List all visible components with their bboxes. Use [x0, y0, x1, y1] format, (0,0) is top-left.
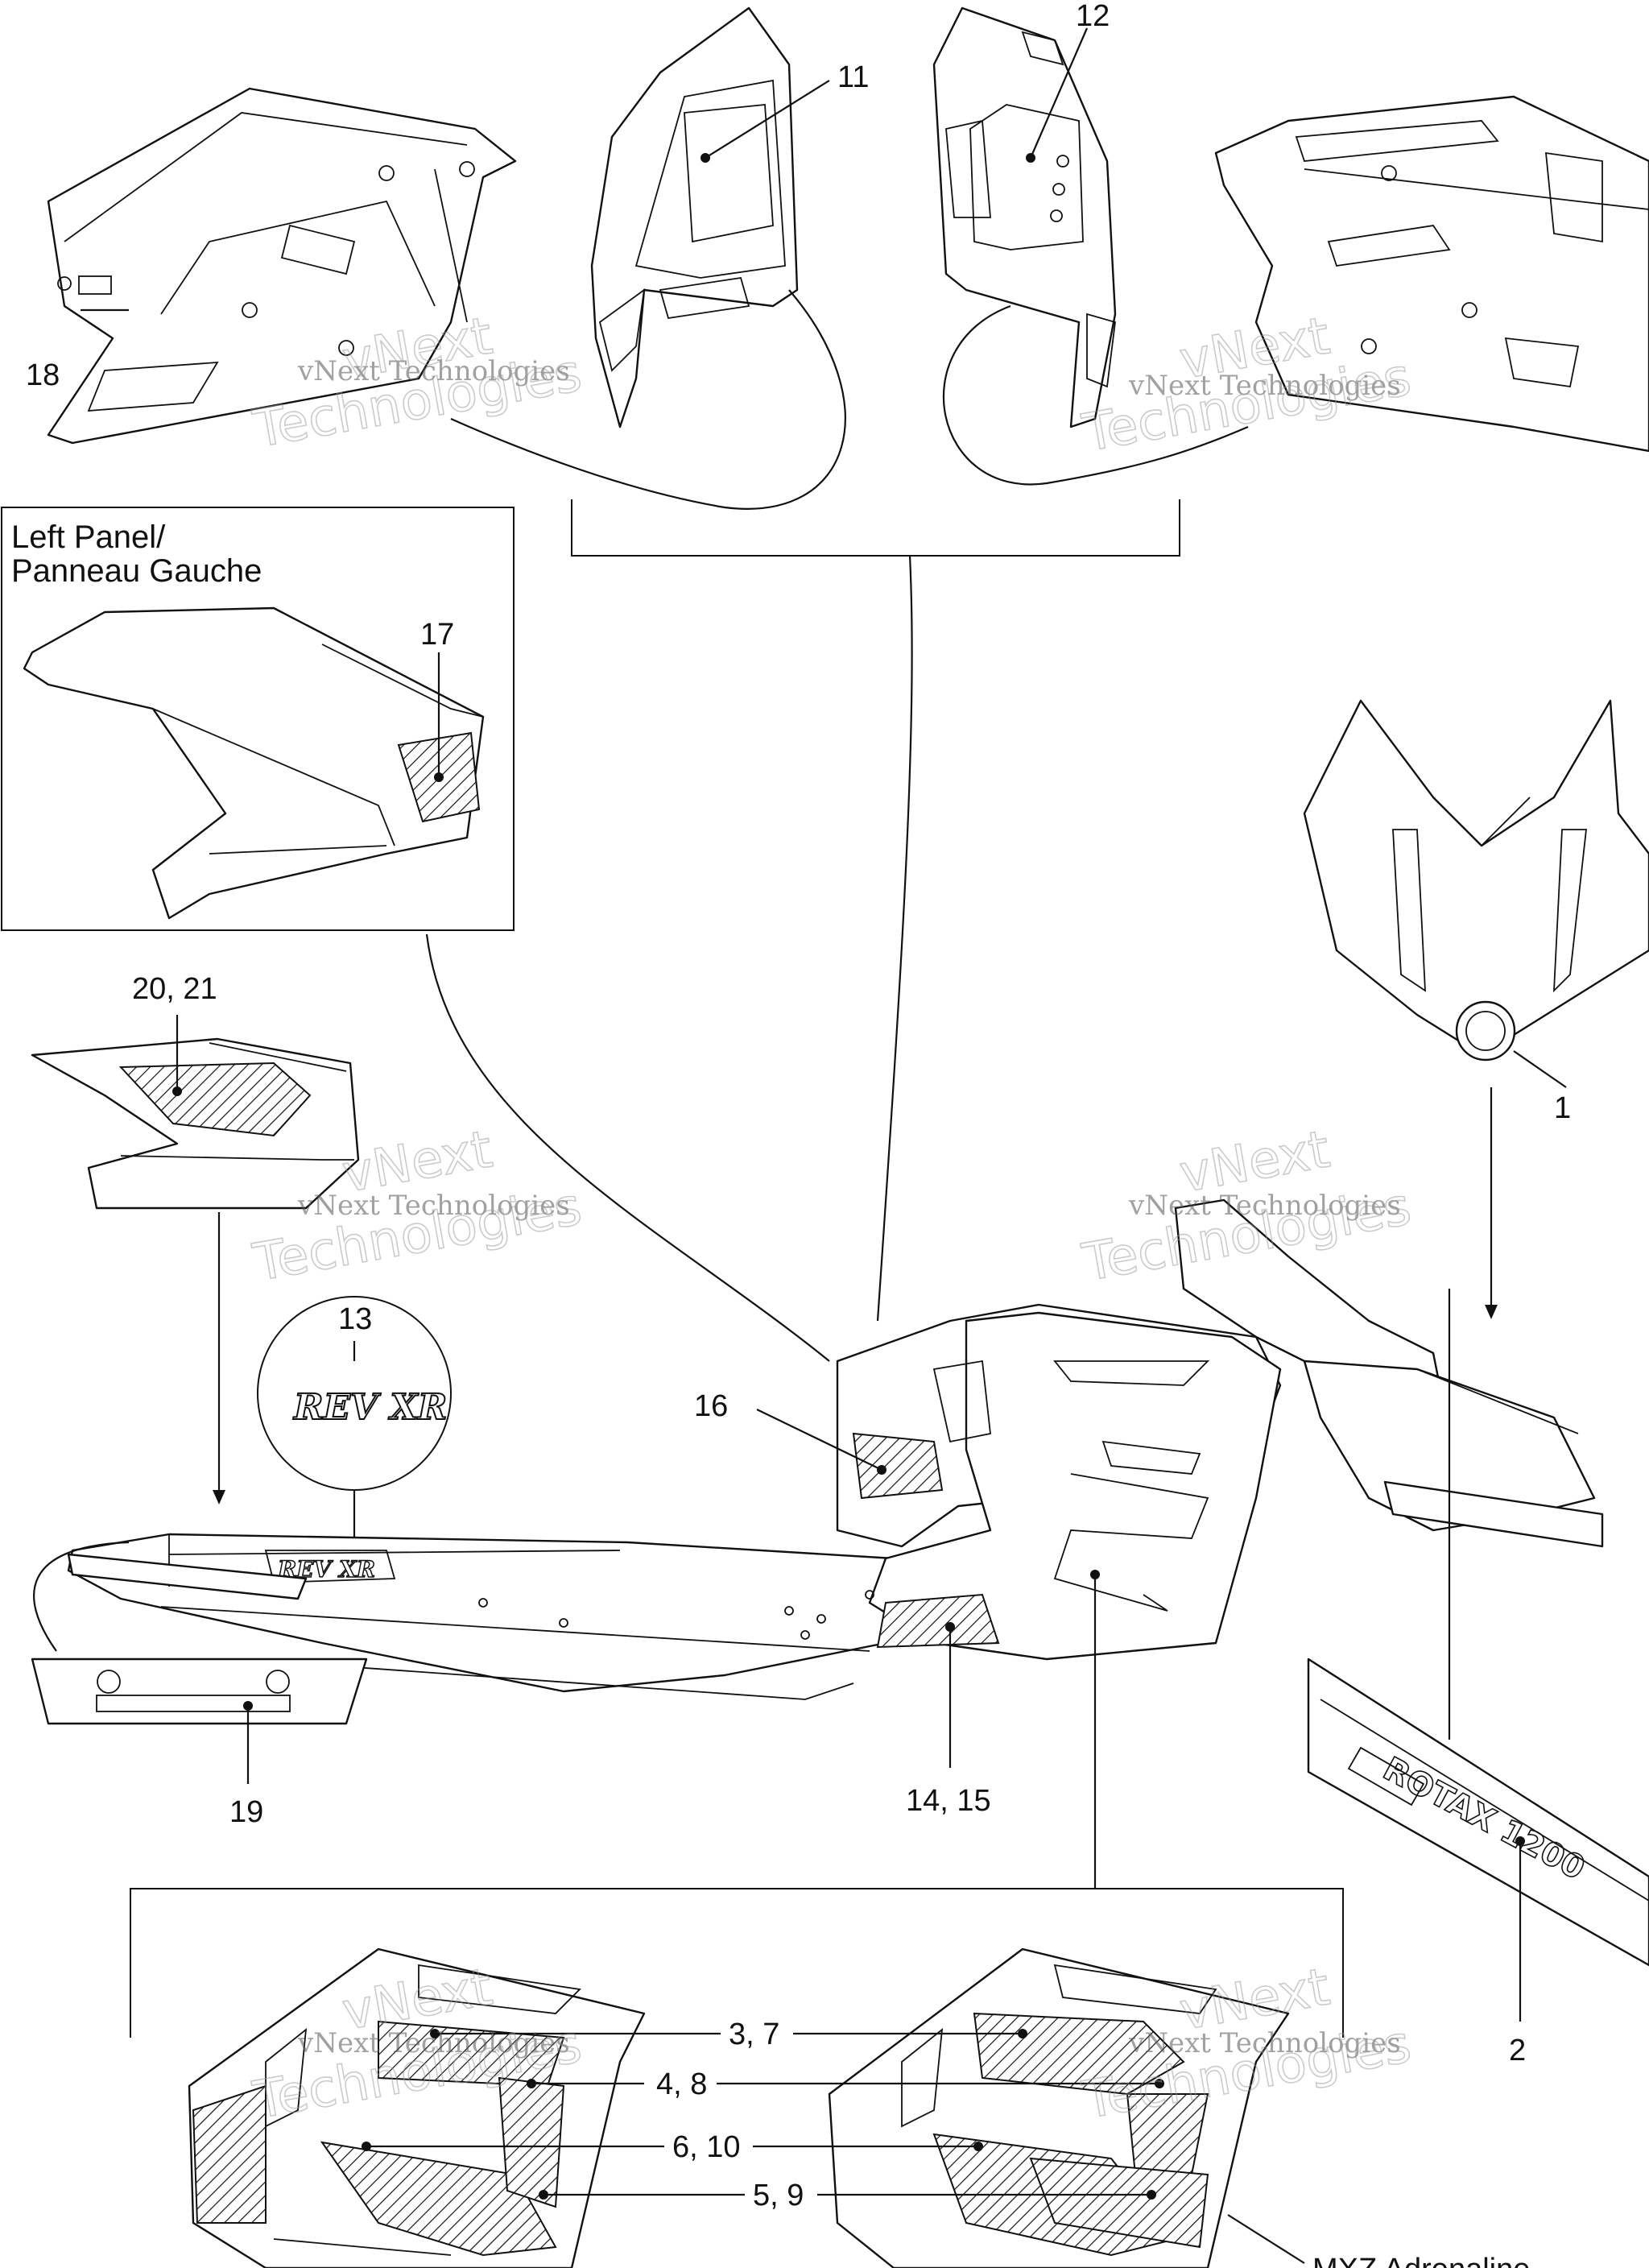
- left-panel-title-line2: Panneau Gauche: [11, 553, 262, 589]
- marker-5-9-right: [1147, 2190, 1156, 2200]
- watermark-4: vNext Technologies vNext Technologies: [1077, 1120, 1415, 1294]
- bottom-caption: MXZ Adrenaline: [1312, 2253, 1530, 2268]
- bottom-panel-right: [828, 1947, 1290, 2268]
- bracket-bottom: [130, 1888, 1344, 2038]
- leader-top-bracket: [876, 555, 913, 1322]
- logo-text: REV XR: [292, 1387, 447, 1428]
- bracket-top: [571, 499, 1180, 557]
- watermark-3: vNext Technologies vNext Technologies: [248, 1120, 586, 1294]
- arrowhead-1: [1485, 1305, 1498, 1319]
- part-20-21: [31, 1037, 360, 1210]
- callout-5-9: 5, 9: [753, 2179, 804, 2212]
- svg-text:vNext Technologies: vNext Technologies: [1128, 370, 1401, 402]
- svg-text:vNext Technologies: vNext Technologies: [1128, 1190, 1401, 1222]
- leader-11: [705, 80, 830, 159]
- callout-3-7: 3, 7: [729, 2018, 779, 2051]
- bottom-panel-left: [188, 1947, 646, 2268]
- callout-13: 13: [338, 1302, 372, 1336]
- windshield-part-1: [1303, 699, 1649, 1062]
- snowmobile-body: REV XR: [67, 1198, 1604, 1700]
- left-panel-box: [1, 507, 515, 931]
- arrowhead-20-21: [213, 1490, 225, 1504]
- left-panel-title-line1: Left Panel/: [11, 519, 166, 555]
- leader-16: [756, 1409, 882, 1471]
- svg-text:vNext Technologies: vNext Technologies: [297, 1190, 570, 1222]
- part-19: [31, 1658, 368, 1725]
- watermark-1: vNext Technologies vNext Technologies: [248, 306, 586, 461]
- callout-18: 18: [26, 358, 60, 392]
- inner-panel-11: [590, 6, 799, 428]
- svg-text:vNext Technologies: vNext Technologies: [1128, 2027, 1401, 2059]
- side-panel-top-right: [1214, 95, 1649, 453]
- inner-panel-12: [932, 6, 1117, 428]
- svg-text:vNext Technologies: vNext Technologies: [297, 355, 570, 387]
- curve-left-panel: [425, 933, 830, 1362]
- marker-4-8-right: [1155, 2079, 1164, 2088]
- leader-caption: [1227, 2214, 1305, 2264]
- callout-19: 19: [229, 1795, 263, 1829]
- callout-12: 12: [1076, 0, 1110, 33]
- marker-6-10-right: [973, 2142, 983, 2151]
- curve-12: [942, 304, 1249, 486]
- svg-text:vNext Technologies: vNext Technologies: [297, 2027, 570, 2059]
- callout-14-15: 14, 15: [906, 1784, 991, 1818]
- callout-2: 2: [1509, 2034, 1526, 2067]
- callout-20-21: 20, 21: [132, 972, 217, 1006]
- curve-19: [33, 1541, 130, 1652]
- callout-1: 1: [1554, 1091, 1571, 1125]
- callout-4-8: 4, 8: [656, 2067, 707, 2101]
- side-panel-top-left: [47, 87, 517, 445]
- marker-3-7-right: [1018, 2029, 1027, 2038]
- callout-6-10: 6, 10: [672, 2130, 741, 2164]
- leader-1: [1513, 1050, 1567, 1088]
- engine-decal-part-2: ROTAX 1200: [1307, 1658, 1649, 1967]
- leader-12: [1029, 27, 1089, 159]
- curve-11: [450, 289, 846, 510]
- callout-17: 17: [420, 618, 454, 652]
- left-panel-part: [23, 606, 485, 920]
- callout-16: 16: [694, 1389, 728, 1423]
- callout-11: 11: [837, 60, 869, 94]
